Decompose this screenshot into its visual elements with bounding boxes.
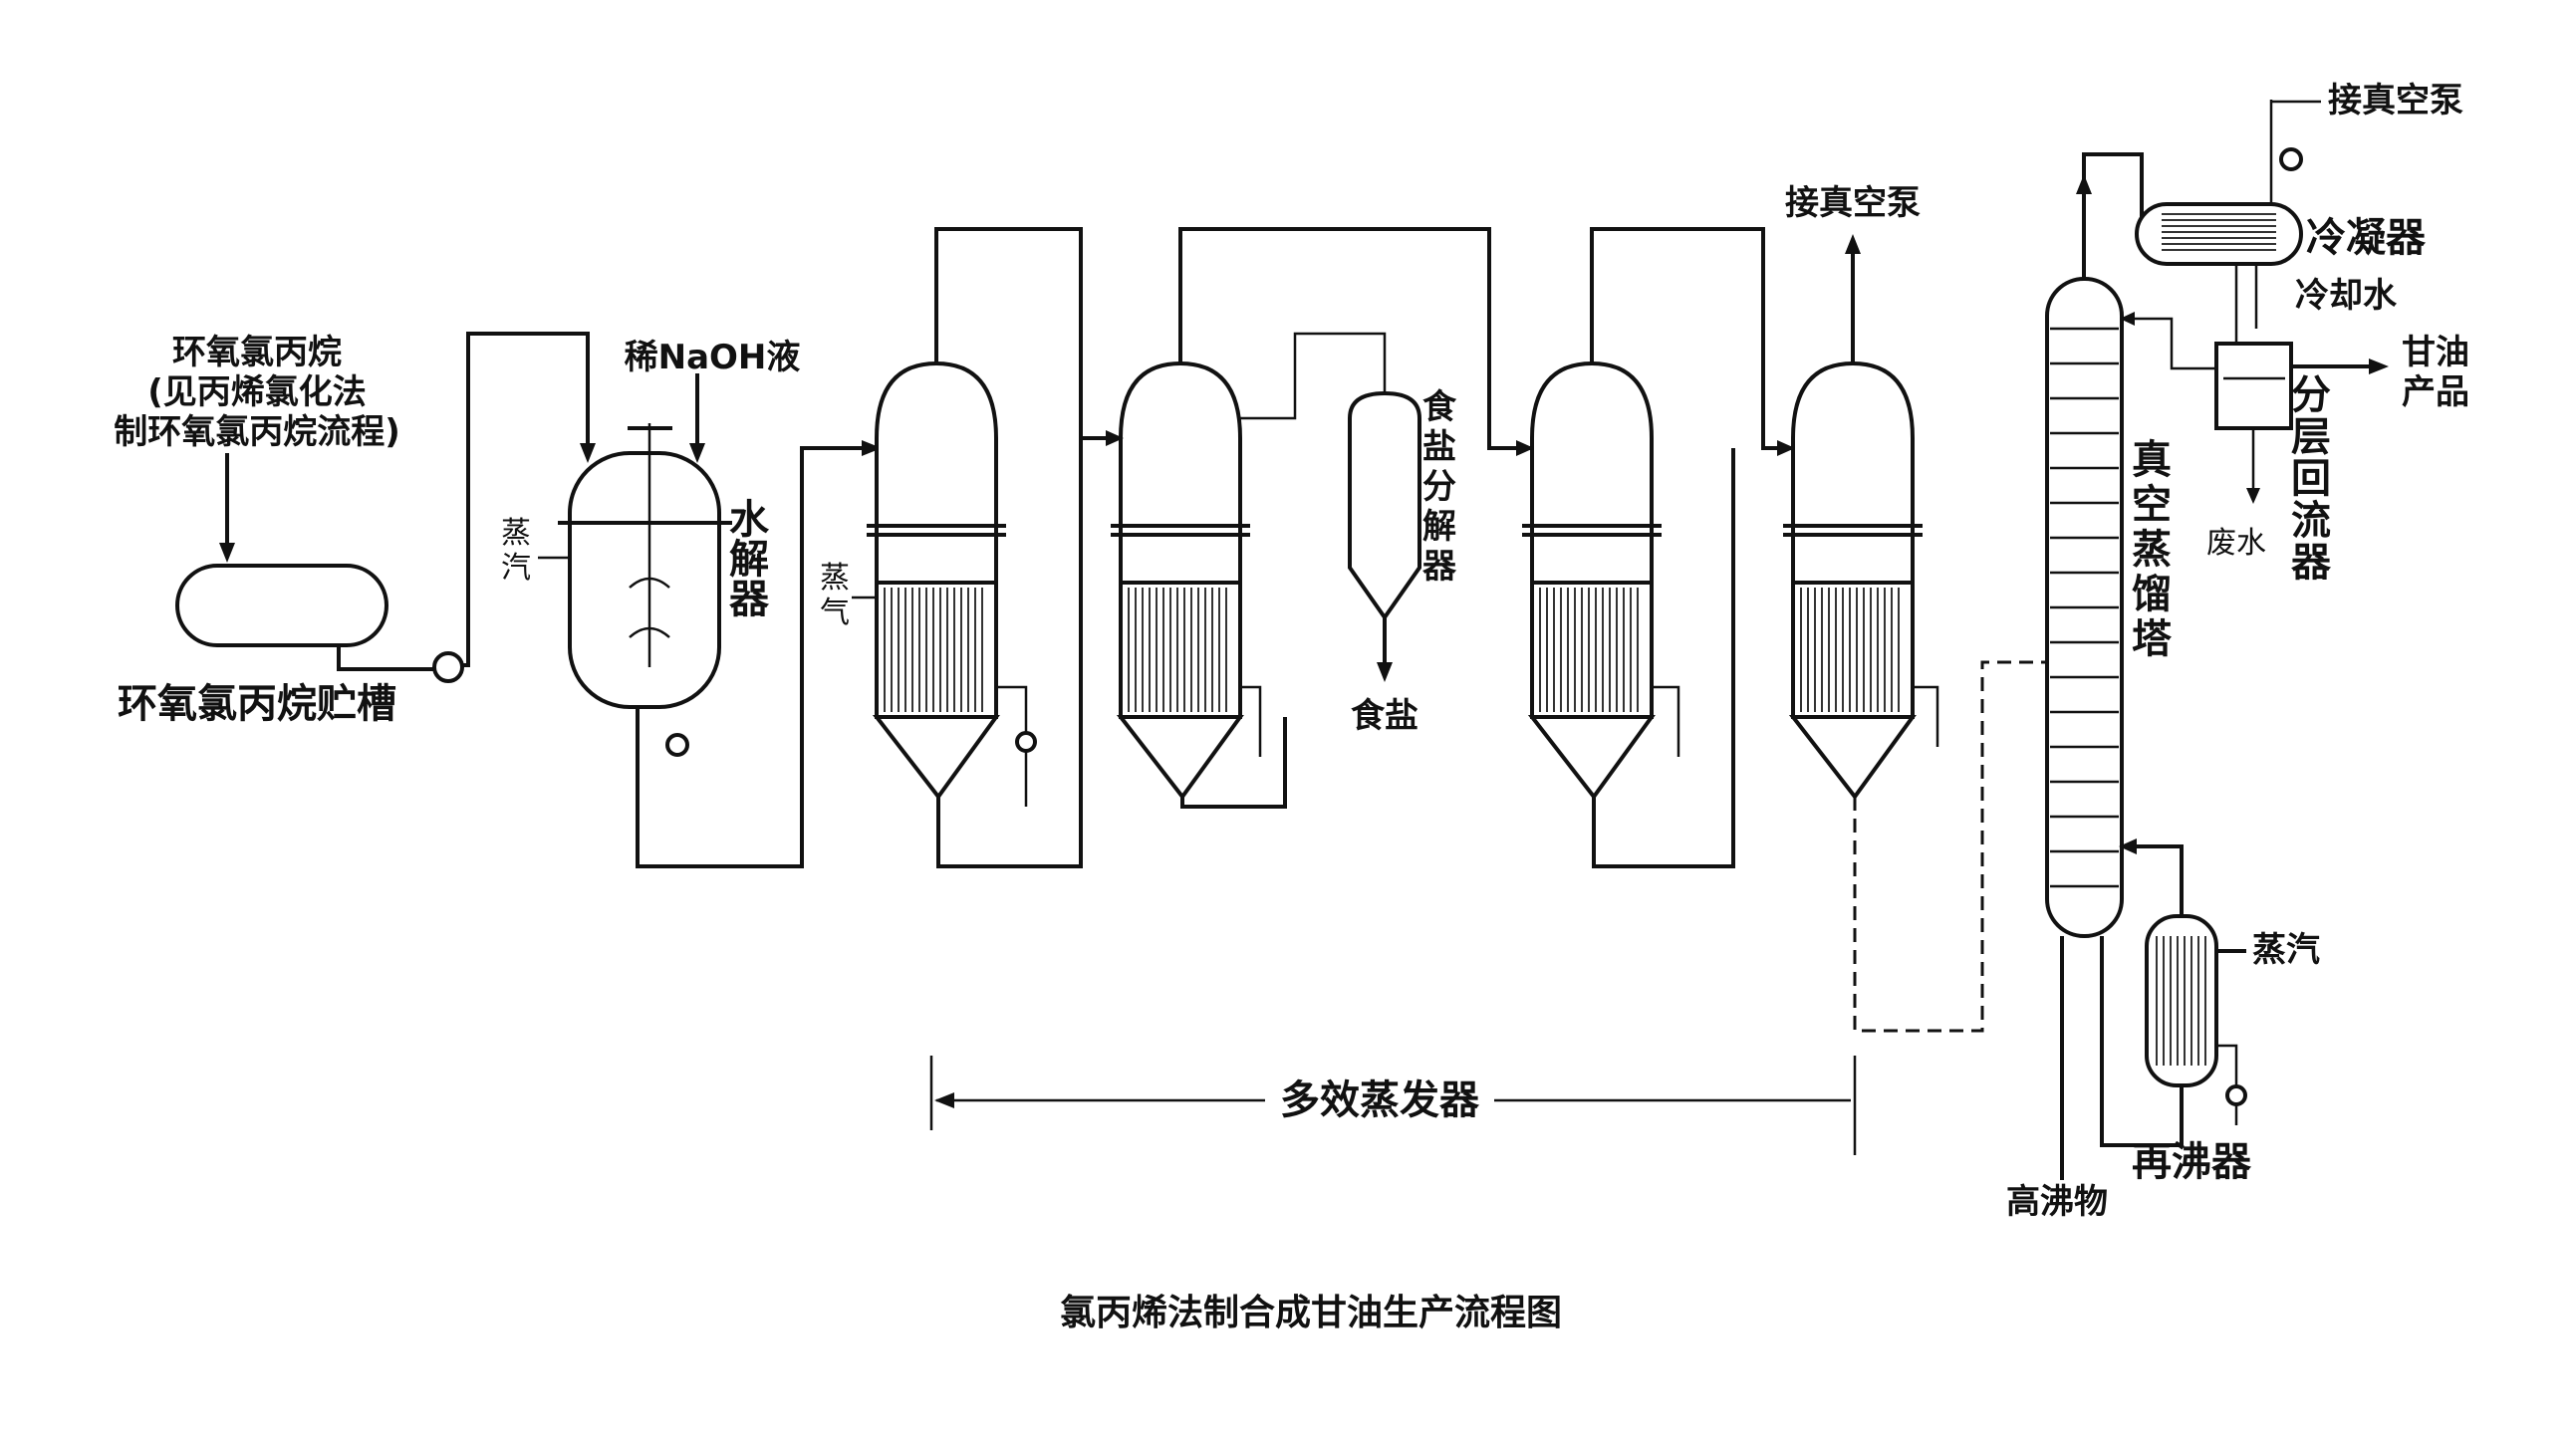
storage-tank-label: 环氧氯丙烷贮槽 — [118, 681, 396, 727]
evap1-feed-arrow — [862, 440, 882, 456]
salt-separator-label-4: 解 — [1422, 507, 1456, 547]
evap3-vapor-line — [1590, 227, 1793, 450]
hydrolyzer-steam-label-1: 蒸 — [501, 516, 531, 551]
column-label-4: 馏 — [2132, 572, 2172, 617]
hydrolyzer-to-evap1-line — [636, 446, 877, 868]
reflux-return-line — [2122, 317, 2216, 370]
evaporator-4 — [1783, 360, 1923, 801]
salt-label: 食盐 — [1351, 696, 1418, 736]
source-label-line1: 环氧氯丙烷 — [172, 333, 342, 372]
column-label-3: 蒸 — [2132, 527, 2172, 573]
column-label-5: 塔 — [2132, 616, 2173, 662]
salt-separator — [1348, 390, 1421, 621]
salt-separator-label-2: 盐 — [1422, 427, 1456, 467]
multi-effect-label: 多效蒸发器 — [1280, 1077, 1480, 1123]
reflux-tank-label-3: 回 — [2291, 456, 2331, 502]
condenser-label: 冷凝器 — [2306, 215, 2427, 261]
reboiler-steam-label: 蒸汽 — [2252, 930, 2320, 970]
hydrolyzer-impeller-1 — [629, 577, 670, 589]
waste-water-arrow — [2246, 488, 2260, 504]
source-feed-arrow — [219, 543, 235, 563]
evap2-vapor-line — [1178, 227, 1532, 450]
vacuum-pump-label-1: 接真空泵 — [1785, 183, 1921, 223]
evaporator-1 — [867, 360, 1006, 801]
storage-tank — [175, 564, 388, 647]
salt-separator-feed — [1240, 332, 1387, 420]
hydrolyzer-steam-label-2: 汽 — [501, 551, 531, 586]
hydrolyzer-impeller-2 — [629, 626, 670, 638]
evap4-to-column-feed — [1853, 660, 2057, 1033]
naoh-label: 稀NaOH液 — [625, 338, 801, 377]
condenser-tubes — [2162, 213, 2276, 251]
heavy-ends-label: 高沸物 — [2006, 1182, 2108, 1222]
product-label-1: 甘油 — [2402, 333, 2469, 372]
evap-steam-label-2: 气 — [820, 596, 850, 630]
product-label-2: 产品 — [2402, 372, 2469, 412]
column-overhead-line — [2082, 152, 2144, 279]
salt-separator-label-5: 器 — [1422, 547, 1457, 587]
column-to-reboiler-line — [2100, 936, 2184, 1147]
reboiler-label: 再沸器 — [2132, 1139, 2252, 1185]
evaporator-3 — [1522, 360, 1662, 801]
multi-effect-arrow-left — [934, 1092, 954, 1108]
evap2-feed-arrow — [1106, 430, 1124, 446]
figure-caption: 氯丙烯法制合成甘油生产流程图 — [1060, 1293, 1562, 1333]
evap1-to-evap2-liquid — [936, 438, 1083, 868]
evap3-to-evap4-liquid — [1592, 448, 1735, 868]
evap3-feed-arrow — [1516, 440, 1534, 456]
evap2-to-evap3-liquid — [1180, 717, 1287, 809]
evap-steam-label-1: 蒸 — [820, 561, 850, 596]
product-arrow — [2369, 358, 2389, 374]
column-label-2: 空 — [2132, 482, 2172, 528]
reboiler-valve — [2225, 1084, 2247, 1106]
hydrolyzer-label-2: 解 — [729, 537, 769, 583]
evap3-condensate — [1652, 685, 1680, 757]
evap1-condensate — [996, 685, 1028, 807]
hydrolyzer-label-1: 水 — [729, 497, 770, 543]
column-trays — [2050, 327, 2119, 888]
reflux-return-arrow — [2120, 312, 2135, 326]
source-label-line3: 制环氧氯丙烷流程) — [114, 412, 400, 452]
tube-bundle-hatching — [884, 588, 1900, 712]
hydrolyzer-valve — [665, 733, 689, 757]
tank-to-pump-line — [337, 645, 433, 671]
salt-outlet-arrow — [1377, 662, 1393, 682]
reflux-tank-label-4: 流 — [2291, 498, 2331, 544]
naoh-feed-arrow — [689, 443, 705, 463]
evap4-feed-arrow — [1777, 440, 1795, 456]
cooling-water-label: 冷却水 — [2295, 276, 2398, 316]
feed-pump — [432, 651, 464, 683]
reboiler-return-line — [2122, 844, 2184, 916]
evaporator-2 — [1111, 360, 1250, 801]
reboiler-tubes — [2156, 936, 2206, 1066]
reboiler-return-arrow — [2119, 838, 2137, 854]
evap1-valve — [1015, 731, 1037, 753]
salt-separator-label-1: 食 — [1422, 387, 1457, 427]
column-label-1: 真 — [2132, 437, 2172, 483]
column-overhead-arrow — [2076, 174, 2092, 194]
hydrolyzer-label-3: 器 — [729, 577, 770, 622]
reflux-tank-label-2: 层 — [2291, 414, 2331, 460]
vacuum-arrow-1 — [1845, 234, 1861, 254]
reflux-tank — [2214, 342, 2293, 430]
reflux-tank-label-5: 器 — [2291, 540, 2332, 586]
waste-water-label: 废水 — [2206, 526, 2266, 561]
reflux-tank-label-1: 分 — [2291, 372, 2331, 418]
hydrolyzer-feed-arrow — [580, 443, 596, 463]
evap4-condensate — [1913, 685, 1939, 747]
salt-separator-label-3: 分 — [1422, 467, 1456, 507]
evap1-vapor-line — [934, 227, 1121, 440]
vacuum-valve — [2279, 147, 2303, 171]
vacuum-pump-label-2: 接真空泵 — [2328, 81, 2463, 120]
pump-to-hydrolyzer-line — [463, 332, 590, 667]
evap2-condensate — [1240, 685, 1262, 757]
source-label-line2: (见丙烯氯化法 — [147, 372, 367, 412]
